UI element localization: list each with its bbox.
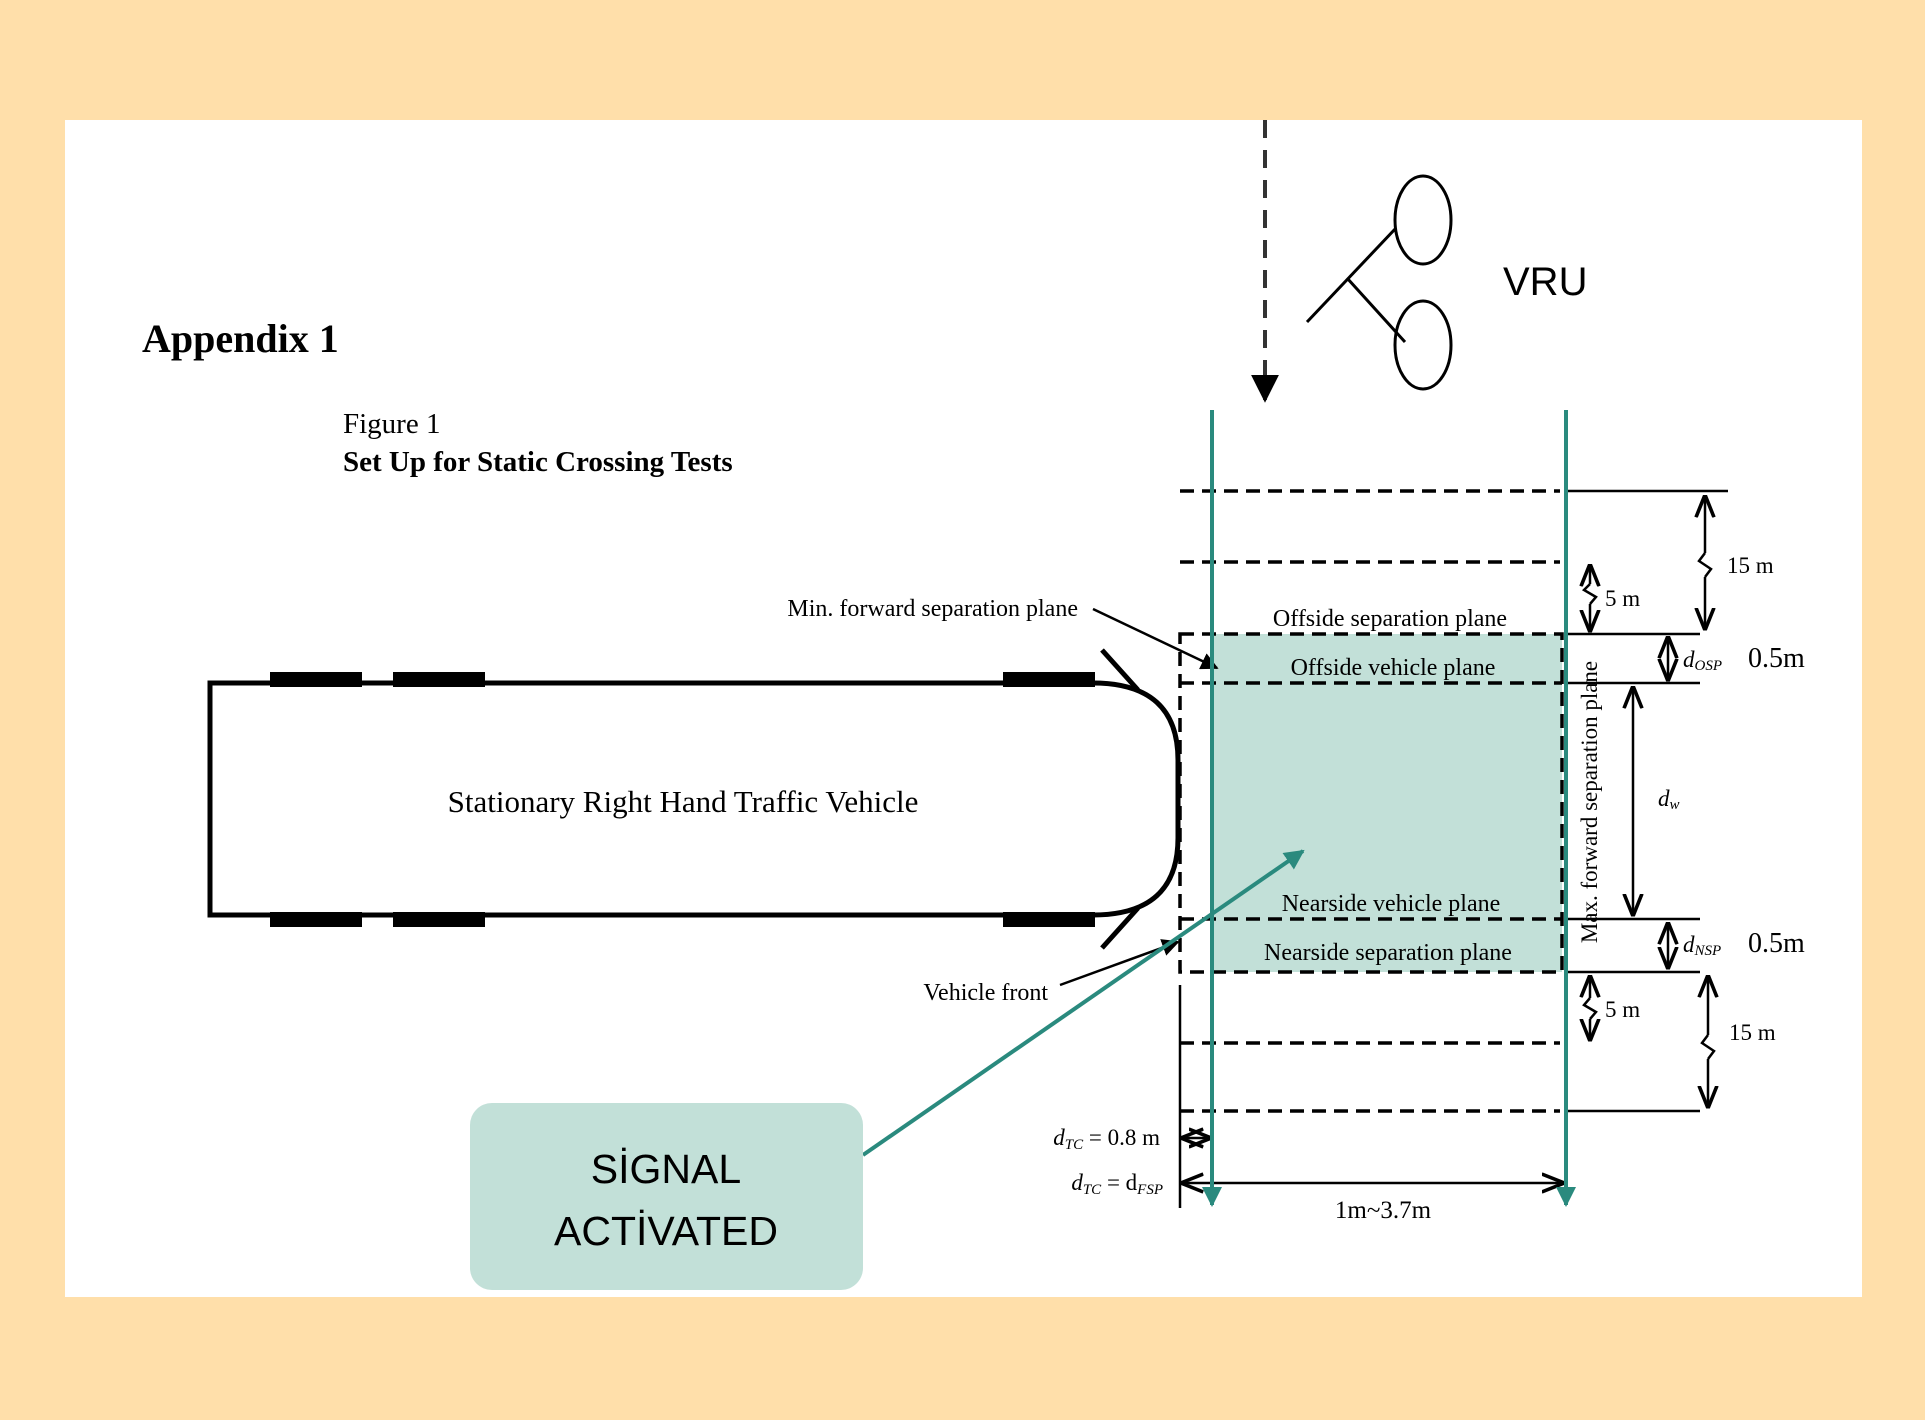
signal-pointer-arrow	[861, 849, 1305, 1157]
vru-label: VRU	[1503, 260, 1587, 304]
bicycle-icon	[1305, 174, 1453, 391]
dosp-label: dOSP	[1683, 647, 1722, 674]
dimension-5m-top-label: 5 m	[1605, 586, 1640, 611]
figure-title: Set Up for Static Crossing Tests	[343, 446, 733, 478]
dimension-5m-bottom	[1584, 977, 1596, 1039]
min-forward-plane-label: Min. forward separation plane	[787, 596, 1078, 622]
max-forward-plane-label: Max. forward separation plane	[1577, 661, 1602, 943]
vehicle-label: Stationary Right Hand Traffic Vehicle	[448, 784, 919, 819]
nearside-separation-plane-label: Nearside separation plane	[1264, 940, 1512, 966]
vehicle-wheels	[270, 672, 1095, 927]
dw-label: dw	[1658, 786, 1680, 813]
figure-number: Figure 1	[343, 408, 440, 440]
dnsp-label: dNSP	[1683, 932, 1721, 959]
signal-callout-line2: ACTİVATED	[554, 1208, 778, 1254]
test-zone	[1212, 634, 1562, 972]
width-range-label: 1m~3.7m	[1335, 1197, 1432, 1224]
dimension-5m-top	[1584, 566, 1596, 630]
appendix-heading: Appendix 1	[142, 316, 339, 361]
dtc-label: dTC = 0.8 m	[1053, 1125, 1160, 1153]
dnsp-value: 0.5m	[1748, 928, 1805, 959]
dimension-15m-bottom	[1702, 977, 1714, 1106]
dimension-15m-top	[1699, 497, 1711, 628]
offside-vehicle-plane-label: Offside vehicle plane	[1291, 655, 1496, 681]
dosp-value: 0.5m	[1748, 643, 1805, 674]
min-forward-plane-pointer	[1092, 607, 1219, 670]
dtc-dfsp-label: dTC = dFSP	[1071, 1170, 1163, 1198]
offside-separation-plane-label: Offside separation plane	[1273, 606, 1507, 632]
signal-callout-box	[470, 1103, 863, 1290]
vehicle-body	[207, 648, 1181, 950]
vehicle-front-label: Vehicle front	[923, 980, 1048, 1006]
dimension-5m-bottom-label: 5 m	[1605, 997, 1640, 1022]
dimension-15m-top-label: 15 m	[1727, 553, 1774, 578]
signal-callout-line1: SİGNAL	[591, 1146, 741, 1192]
figure-panel	[65, 120, 1862, 1297]
dimension-15m-bottom-label: 15 m	[1729, 1020, 1776, 1045]
nearside-vehicle-plane-label: Nearside vehicle plane	[1282, 891, 1501, 917]
